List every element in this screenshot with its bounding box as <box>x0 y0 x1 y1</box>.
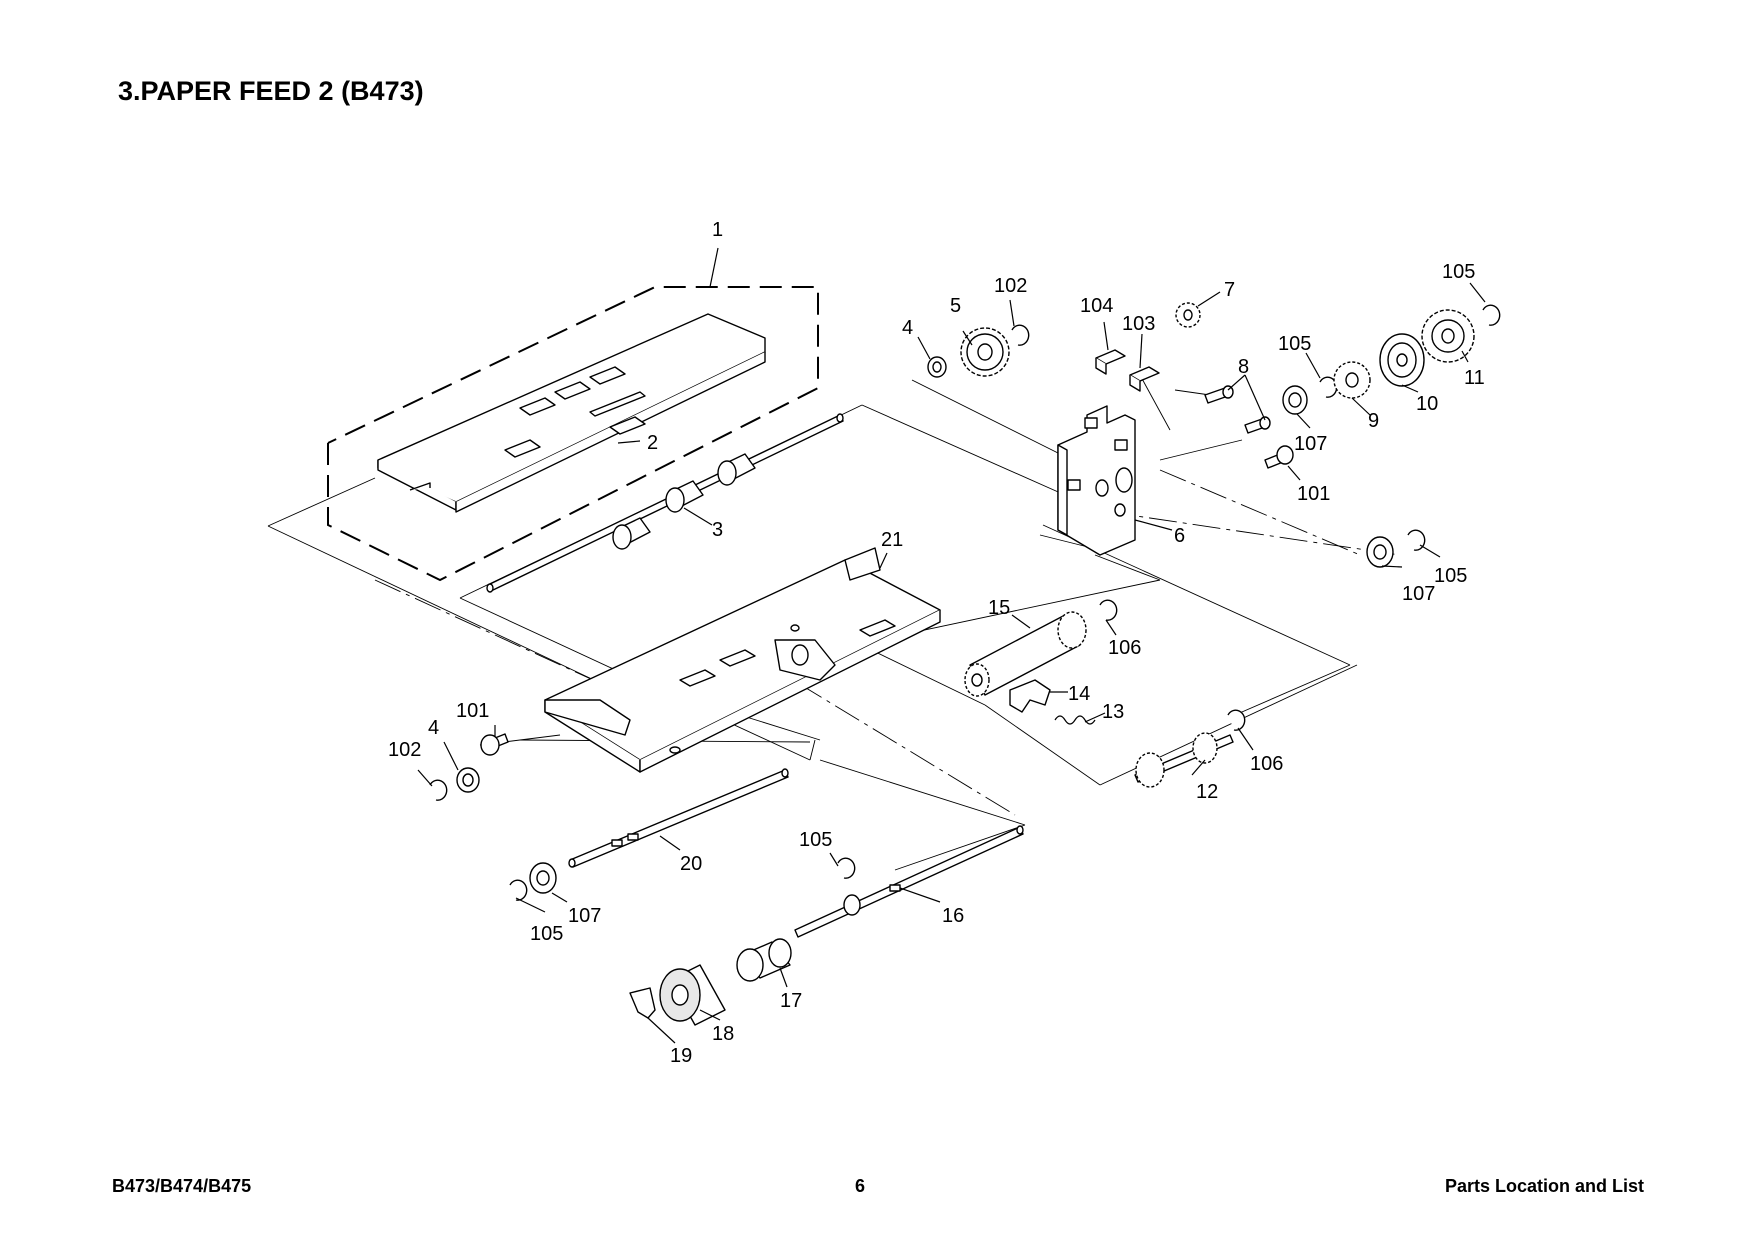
feed-roller-shaft <box>486 413 844 593</box>
callout-label: 14 <box>1068 683 1090 705</box>
paper-guide-plate-assembly <box>327 286 819 582</box>
callout-label: 15 <box>988 597 1010 619</box>
callout-label: 10 <box>1416 393 1438 415</box>
gear-parts <box>429 302 1501 1026</box>
callout-label: 105 <box>1442 261 1475 283</box>
callout-label: 107 <box>568 905 601 927</box>
callout-label: 11 <box>1464 367 1485 389</box>
callout-label: 17 <box>780 990 802 1012</box>
side-bracket <box>1057 405 1136 556</box>
footer-model-numbers: B473/B474/B475 <box>112 1176 252 1196</box>
callout-label: 21 <box>881 529 903 551</box>
callout-label: 16 <box>942 905 964 927</box>
callout-label: 7 <box>1224 279 1235 301</box>
callout-label: 102 <box>994 275 1027 297</box>
callout-label: 4 <box>428 717 439 739</box>
feed-frame <box>544 547 941 773</box>
callout-label: 1 <box>712 219 723 241</box>
callout-label: 107 <box>1402 583 1435 605</box>
callout-label: 20 <box>680 853 702 875</box>
callout-label: 101 <box>456 700 489 722</box>
callout-label: 105 <box>799 829 832 851</box>
callout-label: 102 <box>388 739 421 761</box>
callout-label: 4 <box>902 317 913 339</box>
footer-section-title: Parts Location and List <box>1444 1176 1644 1196</box>
callout-label: 19 <box>670 1045 692 1067</box>
callout-label: 12 <box>1196 781 1218 803</box>
callout-label: 106 <box>1250 753 1283 775</box>
callout-label: 105 <box>1434 565 1467 587</box>
callout-label: 106 <box>1108 637 1141 659</box>
callout-label: 6 <box>1174 525 1185 547</box>
callout-label: 3 <box>712 519 723 541</box>
page-title: 3.PAPER FEED 2 (B473) <box>118 76 424 106</box>
callout-label: 18 <box>712 1023 734 1045</box>
footer-page-number: 6 <box>855 1176 866 1196</box>
callout-label: 107 <box>1294 433 1327 455</box>
callout-label: 103 <box>1122 313 1155 335</box>
callout-label: 101 <box>1297 483 1330 505</box>
callout-label: 8 <box>1238 356 1249 378</box>
callout-label: 104 <box>1080 295 1113 317</box>
callout-label: 9 <box>1368 410 1379 432</box>
callout-label: 105 <box>530 923 563 945</box>
callout-leader-lines <box>417 247 1486 1044</box>
callout-label: 2 <box>647 432 658 454</box>
callout-labels: 1 2 3 4 5 102 104 103 7 105 8 105 9 10 1… <box>388 219 1485 1067</box>
callout-label: 13 <box>1102 701 1124 723</box>
callout-label: 105 <box>1278 333 1311 355</box>
callout-label: 5 <box>950 295 961 317</box>
